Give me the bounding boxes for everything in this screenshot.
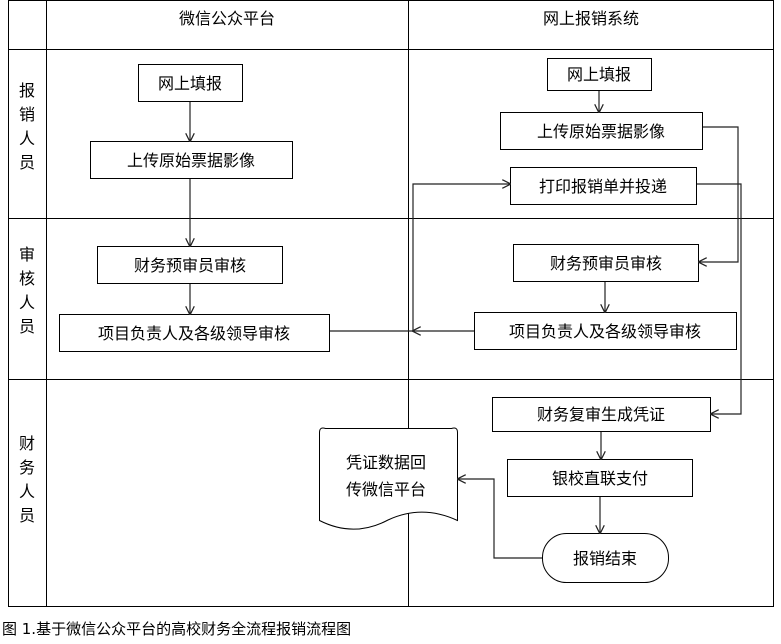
- arrow-center-to-print: [412, 184, 510, 331]
- box-w-fill-label: 网上填报: [158, 74, 222, 93]
- svg-text:员: 员: [19, 506, 35, 525]
- svg-text:人: 人: [19, 293, 35, 312]
- box-s-end-label: 报销结束: [573, 549, 637, 568]
- box-s-upload: [500, 112, 703, 150]
- svg-text:务: 务: [19, 458, 35, 477]
- box-w-leader-label: 项目负责人及各级领导审核: [98, 324, 290, 343]
- box-s-fill: [547, 58, 652, 91]
- box-s-pay: [507, 459, 693, 497]
- figure-caption: 图 1.基于微信公众平台的高校财务全流程报销流程图: [2, 620, 352, 638]
- role-reviewer: 审 核 人 员: [19, 245, 35, 336]
- document-shape: [319, 427, 458, 530]
- box-w-upload-label: 上传原始票据影像: [127, 151, 255, 170]
- box-s-prereview: [513, 244, 699, 282]
- box-w-fill: [138, 64, 243, 102]
- svg-text:人: 人: [19, 129, 35, 148]
- box-w-leader: [59, 314, 330, 352]
- box-s-leader-label: 项目负责人及各级领导审核: [509, 322, 701, 341]
- role-reporter: 报 销 人 员: [19, 81, 35, 172]
- box-s-print: [510, 167, 697, 205]
- connectors: [190, 91, 742, 559]
- box-s-pay-label: 银校直联支付: [552, 469, 648, 488]
- svg-text:员: 员: [19, 153, 35, 172]
- svg-text:销: 销: [19, 105, 35, 124]
- svg-text:人: 人: [19, 482, 35, 501]
- lane-header-wechat: 微信公众平台: [179, 9, 275, 28]
- arrow-s-upload-to-prereview: [699, 126, 739, 262]
- box-w-upload: [90, 141, 293, 179]
- box-s-end: [542, 533, 669, 583]
- box-w-prereview-label: 财务预审员审核: [134, 256, 246, 275]
- svg-text:员: 员: [19, 317, 35, 336]
- document-line-2: 传微信平台: [346, 480, 426, 499]
- svg-text:核: 核: [19, 269, 35, 288]
- box-s-upload-label: 上传原始票据影像: [537, 122, 665, 141]
- svg-text:审: 审: [19, 245, 35, 264]
- box-w-prereview: [97, 246, 283, 284]
- arrow-print-to-voucher: [697, 183, 742, 414]
- document-line-1: 凭证数据回: [346, 453, 426, 472]
- lane-header-system: 网上报销系统: [543, 9, 639, 28]
- box-s-fill-label: 网上填报: [567, 65, 631, 84]
- box-s-print-label: 打印报销单并投递: [539, 177, 667, 196]
- svg-text:财: 财: [19, 434, 35, 453]
- box-s-voucher-label: 财务复审生成凭证: [537, 405, 665, 424]
- arrow-end-to-document: [458, 479, 542, 559]
- box-s-voucher: [492, 397, 711, 432]
- box-s-prereview-label: 财务预审员审核: [550, 254, 662, 273]
- role-finance: 财 务 人 员: [19, 434, 35, 525]
- svg-text:报: 报: [19, 81, 35, 100]
